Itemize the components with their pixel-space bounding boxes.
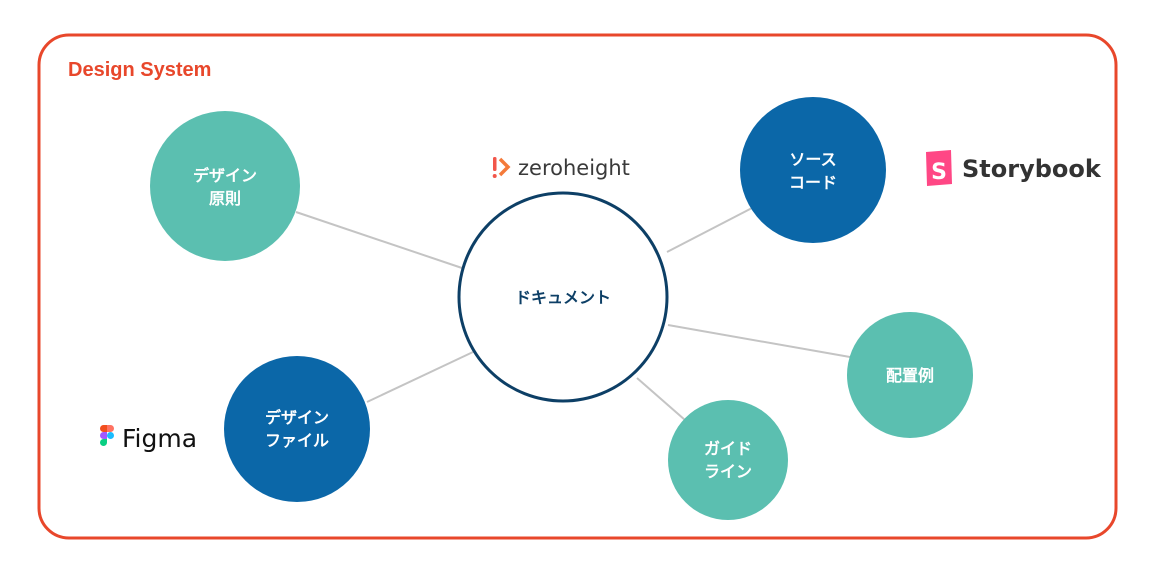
zeroheight-wordmark: zeroheight <box>518 156 630 180</box>
center-label: ドキュメント <box>515 288 611 307</box>
figma-logo: Figma <box>100 424 197 453</box>
figma-mark-icon <box>100 425 115 446</box>
diagram-title: Design System <box>68 59 211 81</box>
connector-layout <box>667 324 851 358</box>
storybook-mark-letter: S <box>931 160 947 185</box>
node-guideline: ガイド ライン <box>668 400 788 520</box>
connector-design-file <box>366 351 474 403</box>
node-design-principles: デザイン 原則 <box>150 111 300 261</box>
connector-guideline <box>636 377 686 421</box>
node-label: ガイド <box>704 439 752 458</box>
node-source-code: ソース コード <box>740 97 886 243</box>
figma-wordmark: Figma <box>122 424 197 453</box>
node-label: ソース <box>789 150 836 169</box>
storybook-logo: S Storybook <box>926 150 1102 186</box>
node-design-file: デザイン ファイル <box>224 356 370 502</box>
connector-source <box>666 207 753 253</box>
zeroheight-logo: zeroheight <box>492 156 630 180</box>
node-label: ファイル <box>265 431 329 450</box>
node-label: 配置例 <box>886 366 934 385</box>
storybook-wordmark: Storybook <box>962 155 1102 183</box>
zeroheight-mark-icon <box>492 157 511 178</box>
node-center-documents: ドキュメント <box>457 191 669 403</box>
node-layout-examples: 配置例 <box>847 312 973 438</box>
connectors <box>295 207 851 421</box>
node-label: デザイン <box>193 166 257 185</box>
node-label: コード <box>789 173 837 192</box>
node-label: ライン <box>704 462 752 481</box>
design-system-frame <box>37 33 1118 540</box>
node-label: デザイン <box>265 408 329 427</box>
connector-principles <box>295 211 463 269</box>
storybook-mark-icon: S <box>926 150 952 186</box>
node-label: 原則 <box>209 189 241 208</box>
